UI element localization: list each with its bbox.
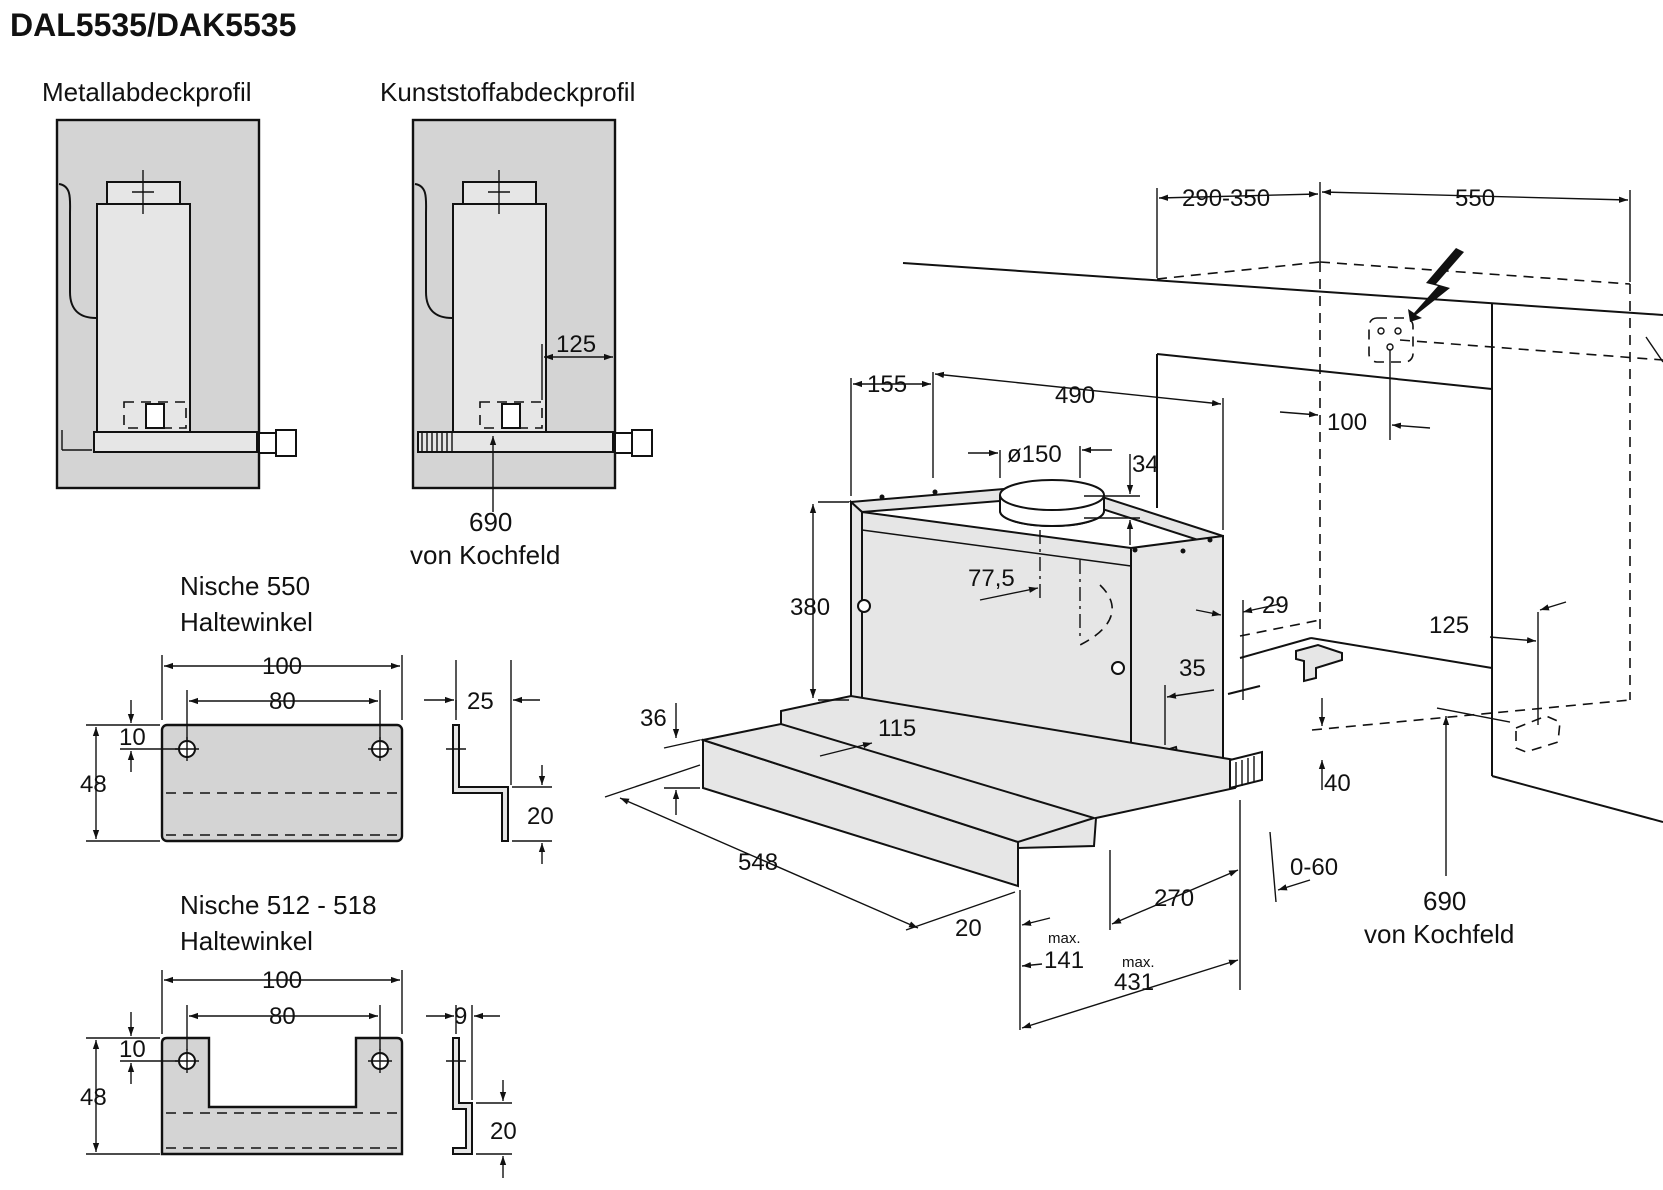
bracket-550-heading-2: Haltewinkel [180, 607, 313, 637]
bracket-512-width: 100 [262, 967, 302, 994]
bracket-550-height: 48 [80, 771, 107, 798]
bracket-512-height: 48 [80, 1084, 107, 1111]
hood-dim-0-60: 0-60 [1290, 854, 1338, 881]
hood-dim-380: 380 [790, 594, 830, 621]
bracket-550-hole-spacing: 80 [269, 688, 296, 715]
plastic-dim-125: 125 [556, 331, 596, 358]
hood-dim-29: 29 [1262, 592, 1289, 619]
hood-dim-150: ø150 [1007, 441, 1062, 468]
hood-dim-490: 490 [1055, 382, 1095, 409]
hood-dim-141: 141 [1044, 947, 1084, 974]
bracket-512-profile-height: 20 [490, 1118, 517, 1145]
hood-dim-125: 125 [1429, 612, 1469, 639]
metal-profile-panel: Metallabdeckprofil [42, 77, 297, 490]
plastic-height-value: 690 [469, 507, 512, 537]
hood-dim-548: 548 [738, 849, 778, 876]
bracket-550-heading-1: Nische 550 [180, 571, 310, 601]
bracket-550-profile-depth: 25 [467, 688, 494, 715]
hood-dim-20: 20 [955, 915, 982, 942]
bracket-550-hole-offset: 10 [119, 724, 146, 751]
hood-dim-270: 270 [1154, 885, 1194, 912]
hood-dim-550: 550 [1455, 185, 1495, 212]
hood-dim-115: 115 [878, 715, 916, 742]
model-title: DAL5535/DAK5535 [10, 7, 296, 43]
hood-max-label-a: max. [1048, 930, 1081, 947]
hood-dim-100: 100 [1327, 409, 1367, 436]
hood-dim-35: 35 [1179, 655, 1206, 682]
hood-dim-40: 40 [1324, 770, 1351, 797]
bracket-512-heading-2: Haltewinkel [180, 926, 313, 956]
hood-assembly-drawing: 155 490 ø150 34 380 77,5 36 115 548 20 [604, 182, 1663, 1030]
bracket-512-hole-spacing: 80 [269, 1003, 296, 1030]
hood-dim-155: 155 [867, 371, 907, 398]
bracket-550-width: 100 [262, 653, 302, 680]
plastic-profile-label: Kunststoffabdeckprofil [380, 77, 635, 107]
bracket-512-profile-depth: 9 [454, 1003, 467, 1030]
hood-dim-290-350: 290-350 [1182, 185, 1270, 212]
hood-height-ref: von Kochfeld [1364, 919, 1514, 949]
bracket-550-profile-height: 20 [527, 803, 554, 830]
metal-profile-label: Metallabdeckprofil [42, 77, 252, 107]
hood-dim-77-5: 77,5 [968, 565, 1015, 592]
bracket-512-heading-1: Nische 512 - 518 [180, 890, 377, 920]
bracket-niche-550: Nische 550 Haltewinkel 100 80 48 10 25 [80, 571, 554, 864]
hood-dim-36: 36 [640, 705, 667, 732]
hood-height-value: 690 [1423, 886, 1466, 916]
plastic-height-ref: von Kochfeld [410, 540, 560, 570]
electric-hazard-icon [1408, 248, 1464, 322]
bracket-niche-512: Nische 512 - 518 Haltewinkel 100 80 48 1… [80, 890, 517, 1178]
hood-dim-431: 431 [1114, 969, 1154, 996]
bracket-512-hole-offset: 10 [119, 1036, 146, 1063]
hood-dim-34: 34 [1132, 451, 1159, 478]
hood-max-label-b: max. [1122, 954, 1155, 971]
plastic-profile-panel: Kunststoffabdeckprofil 125 690 von Kochf… [380, 77, 653, 570]
